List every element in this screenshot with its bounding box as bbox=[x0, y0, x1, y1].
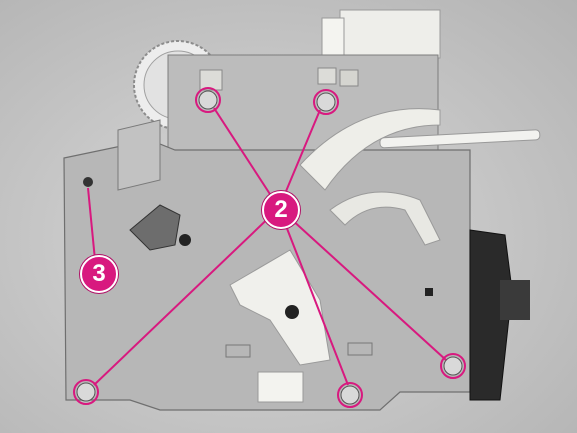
square-hole bbox=[425, 288, 433, 296]
screw-top-right bbox=[314, 90, 338, 114]
rear-flange bbox=[118, 120, 160, 190]
callout-marker: 2 bbox=[262, 191, 300, 229]
bottom-white-tab bbox=[258, 372, 303, 402]
screw-bottom-center bbox=[338, 383, 362, 407]
screw-top-left bbox=[196, 88, 220, 112]
callout-marker: 3 bbox=[80, 255, 118, 293]
latch-screw bbox=[179, 234, 191, 246]
top-plastic-tab bbox=[322, 18, 344, 58]
clip-right-2 bbox=[340, 70, 358, 86]
top-plastic-cover bbox=[340, 10, 440, 58]
clip-right bbox=[318, 68, 336, 84]
screw-rear-flange bbox=[83, 177, 93, 187]
center-screw bbox=[285, 305, 299, 319]
right-black-block bbox=[500, 280, 530, 320]
clip-left bbox=[200, 70, 222, 90]
